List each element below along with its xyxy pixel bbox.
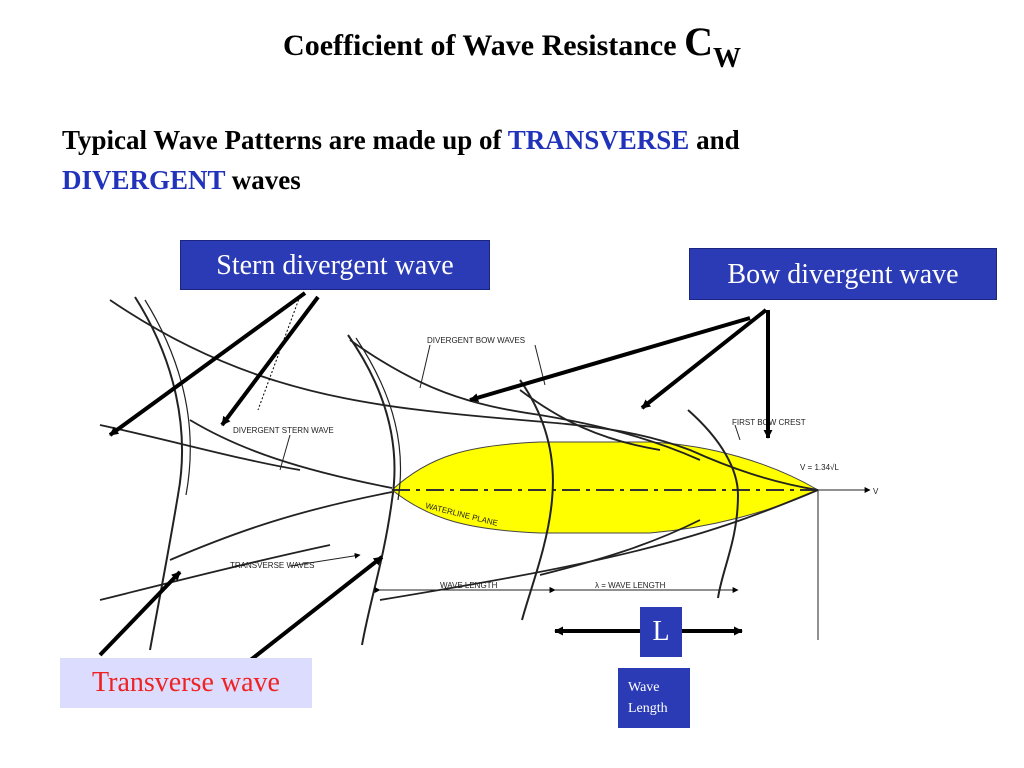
divergent-bow-leader: [419, 344, 431, 389]
stern-dotted-leader: [257, 295, 301, 411]
transverse-wave-1b: [144, 299, 191, 496]
label-wave-length: WAVE LENGTH: [440, 581, 498, 590]
divergent-stern-wave-upper: [189, 419, 393, 489]
wave-length-line1: Wave: [628, 680, 660, 695]
arrow-transverse-1: [98, 570, 182, 657]
transverse-wave-callout: Transverse wave: [60, 658, 312, 708]
subtitle: Typical Wave Patterns are made up of TRA…: [62, 120, 962, 200]
transverse-wave-2: [347, 334, 396, 646]
subtitle-part2: and: [689, 125, 740, 155]
bow-divergent-wave-callout: Bow divergent wave: [689, 248, 997, 300]
transverse-waves-leader: [289, 552, 361, 567]
keyword-divergent: DIVERGENT: [62, 165, 226, 195]
label-transverse-waves: TRANSVERSE WAVES: [230, 561, 314, 570]
transverse-wave-1: [134, 296, 183, 651]
subtitle-part3: waves: [225, 165, 301, 195]
wave-length-line2: Length: [628, 701, 668, 716]
subtitle-part1: Typical Wave Patterns are made up of: [62, 125, 508, 155]
transverse-wave-4: [687, 409, 740, 599]
ship-hull: [391, 441, 820, 534]
title-text: Coefficient of Wave Resistance: [283, 29, 685, 62]
label-lambda-wave-length: λ = WAVE LENGTH: [595, 581, 666, 590]
keyword-transverse: TRANSVERSE: [507, 125, 690, 155]
label-velocity: V: [873, 487, 879, 496]
divergent-bow-wave-upper-3: [519, 389, 661, 451]
arrow-bow-1: [469, 316, 751, 403]
arrow-transverse-2: [246, 555, 384, 664]
divergent-bow-wave-upper: [109, 299, 819, 491]
label-divergent-stern-wave: DIVERGENT STERN WAVE: [233, 426, 334, 435]
label-divergent-bow-waves: DIVERGENT BOW WAVES: [427, 336, 525, 345]
title-symbol: C: [684, 19, 713, 64]
divergent-bow-wave-lower-2: [539, 519, 701, 576]
arrow-stern-1: [108, 291, 307, 437]
l-callout: L: [640, 607, 682, 657]
arrow-stern-2: [220, 295, 320, 427]
divergent-stern-wave-lower-2: [99, 544, 331, 601]
stern-divergent-wave-callout: Stern divergent wave: [180, 240, 490, 290]
divergent-stern-wave-lower: [169, 491, 393, 561]
divergent-stern-leader: [279, 434, 291, 471]
label-velocity-formula: V = 1.34√L: [800, 463, 839, 472]
first-bow-crest-leader: [734, 424, 741, 441]
divergent-bow-wave-upper-2: [349, 339, 701, 461]
slide-title: Coefficient of Wave Resistance CW: [0, 18, 1024, 75]
arrow-bow-2: [640, 308, 768, 410]
transverse-wave-2b: [355, 337, 402, 501]
divergent-stern-wave-upper-2: [99, 424, 301, 471]
title-subscript: W: [712, 43, 741, 74]
